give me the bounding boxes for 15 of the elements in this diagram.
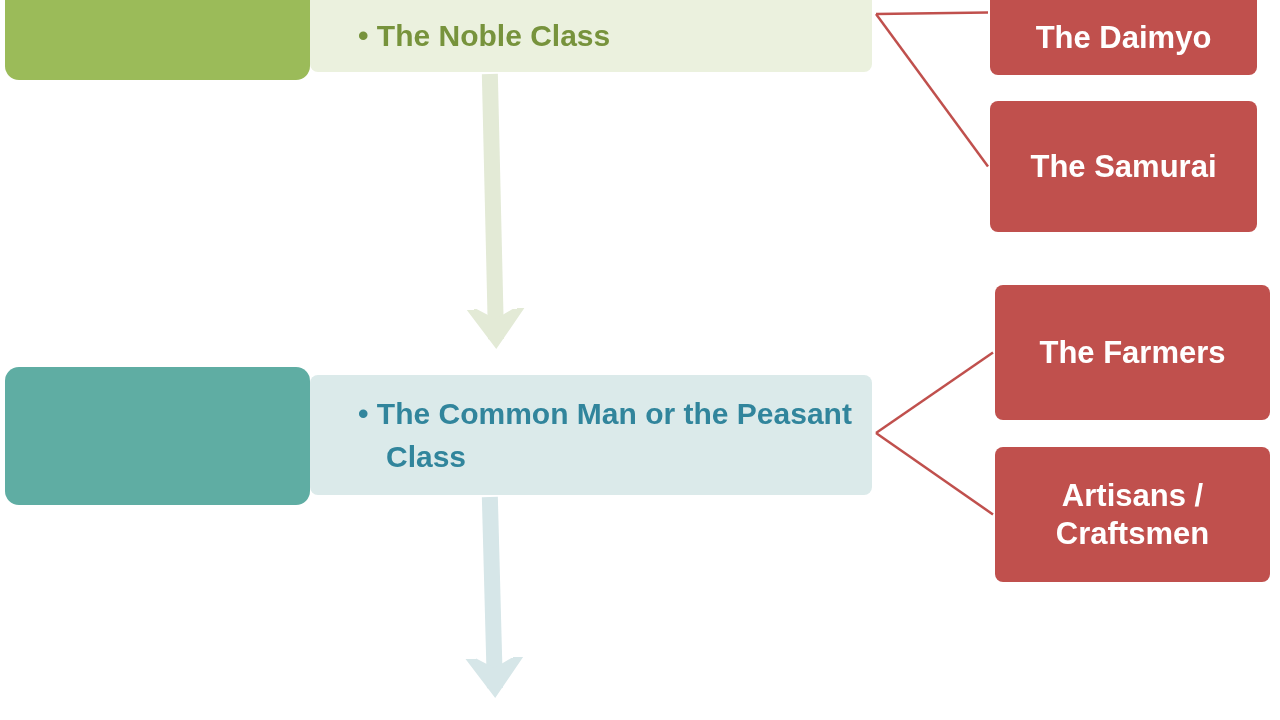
bullet-item: • The Common Man or the Peasant Class bbox=[358, 395, 852, 475]
content-box bbox=[310, 375, 872, 495]
header-box bbox=[5, 367, 310, 505]
category-box bbox=[990, 101, 1257, 232]
connector-line bbox=[876, 11, 988, 16]
category-box bbox=[995, 285, 1270, 420]
connector-line bbox=[875, 431, 994, 516]
box-label: The Farmers bbox=[1039, 333, 1226, 372]
connector-line bbox=[875, 13, 989, 168]
box-label: The Daimyo bbox=[1035, 18, 1212, 57]
bullet-item: • The Noble Class bbox=[358, 18, 611, 55]
box-label: The Samurai bbox=[1030, 147, 1217, 186]
connector-line bbox=[875, 351, 994, 435]
box-label: Artisans / Craftsmen bbox=[1054, 477, 1211, 552]
category-box bbox=[995, 447, 1270, 582]
